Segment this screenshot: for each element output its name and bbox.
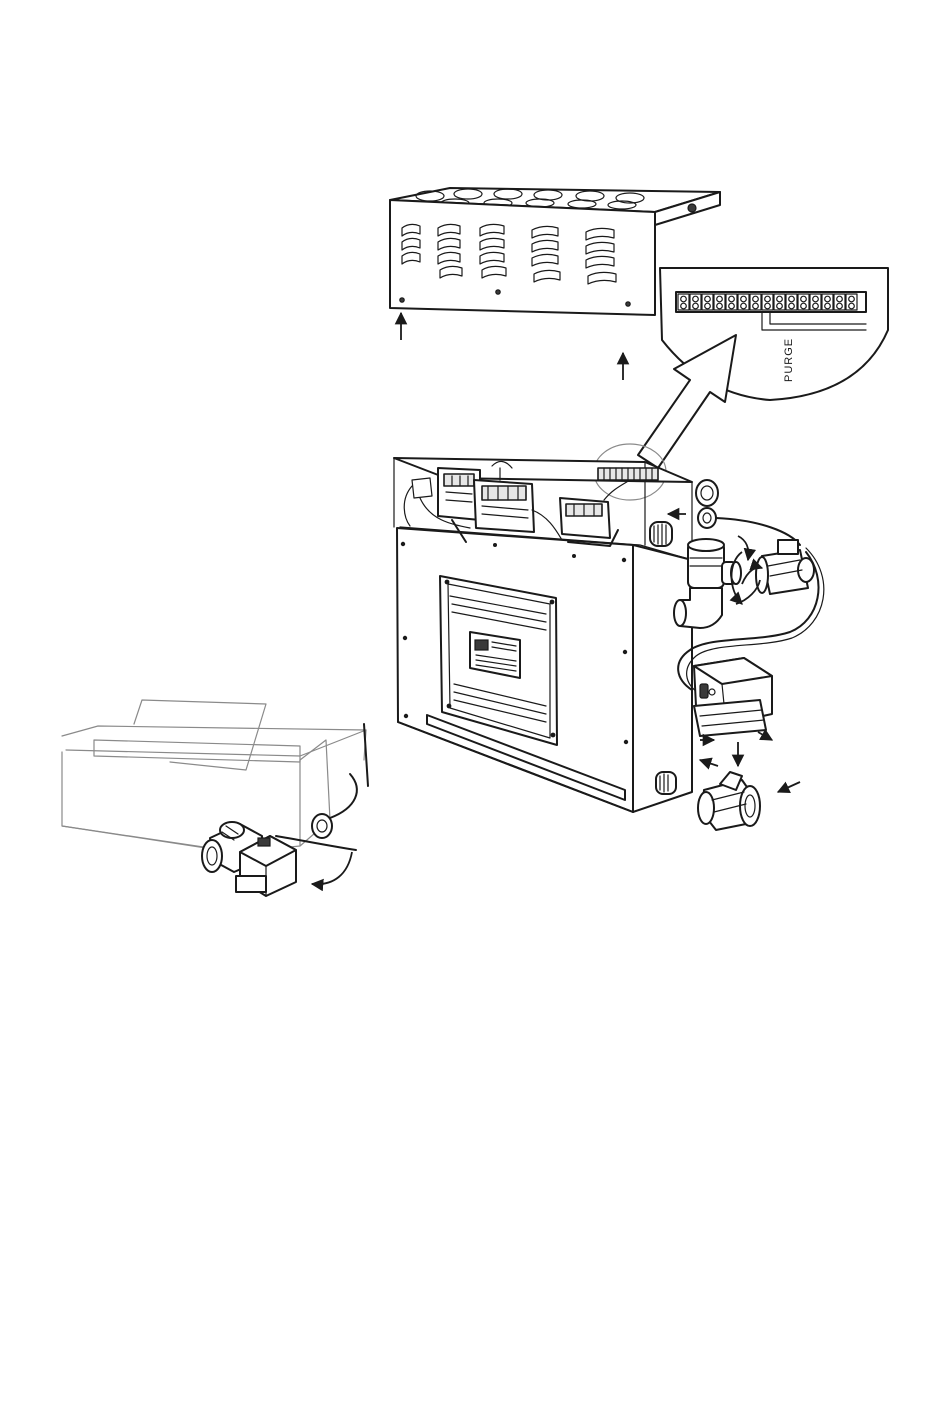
relay-right: [560, 498, 618, 546]
drain-fitting-lower: [656, 772, 676, 794]
water-valve: [698, 772, 760, 830]
housing-terminal-row: [598, 468, 658, 480]
inlet-fitting: [698, 508, 716, 528]
drain-fitting-upper: [650, 522, 672, 546]
inset-view: [62, 700, 368, 896]
relief-fitting: [756, 540, 814, 594]
generator-housing: [394, 458, 718, 812]
solenoid: [694, 658, 772, 736]
purge-label: PURGE: [783, 338, 795, 382]
steam-outlet: [696, 480, 718, 506]
